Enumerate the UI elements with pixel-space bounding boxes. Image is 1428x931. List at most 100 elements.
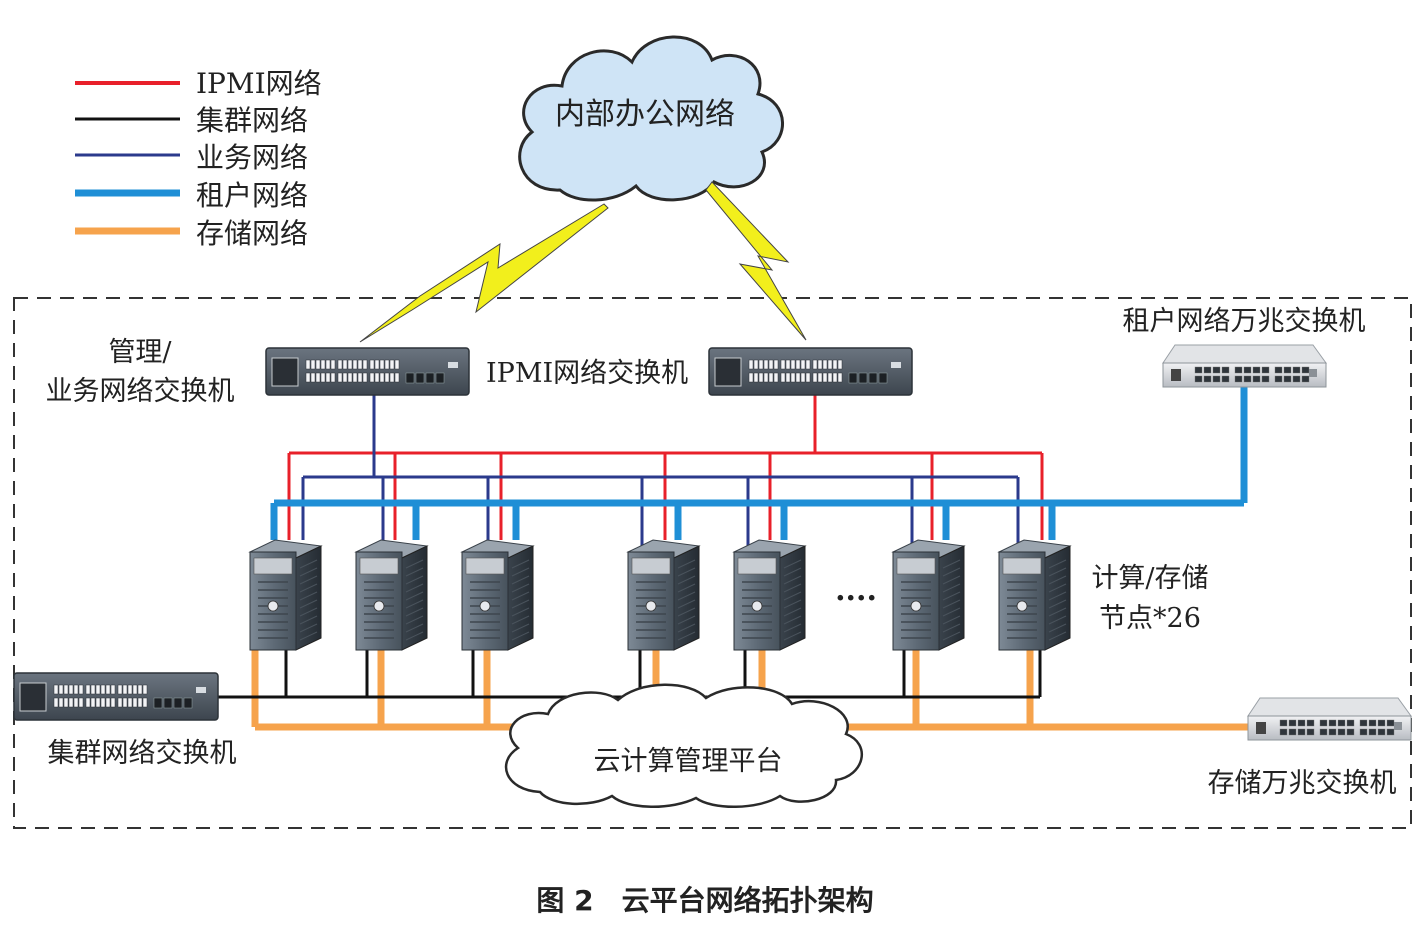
side-vent xyxy=(677,583,696,593)
side-vent xyxy=(783,599,802,609)
ethernet-port xyxy=(63,697,69,708)
server-side xyxy=(507,545,534,651)
lightning-left-icon xyxy=(359,203,609,343)
uplink-port xyxy=(183,697,193,709)
ethernet-port xyxy=(117,684,123,695)
sfp-port xyxy=(1346,728,1355,736)
side-vent xyxy=(783,591,802,601)
ethernet-port xyxy=(384,372,390,383)
ethernet-port xyxy=(320,359,326,370)
side-vent xyxy=(299,559,318,569)
ethernet-port xyxy=(100,697,106,708)
uplink-port xyxy=(415,372,425,384)
sfp-port xyxy=(1306,719,1315,727)
ethernet-port xyxy=(773,372,779,383)
ethernet-port xyxy=(337,359,343,370)
datacenter-boundary xyxy=(13,297,1412,829)
sfp-port xyxy=(1194,375,1203,383)
cloud-platform-shape xyxy=(504,683,864,808)
ethernet-port xyxy=(384,359,390,370)
port-block xyxy=(53,684,206,709)
ethernet-port xyxy=(78,684,84,695)
side-vent xyxy=(511,583,530,593)
ethernet-port xyxy=(310,359,316,370)
status-led xyxy=(891,362,901,368)
side-vent xyxy=(511,575,530,585)
sfp-port xyxy=(1274,366,1283,374)
side-vent xyxy=(405,575,424,585)
side-vent xyxy=(511,567,530,577)
ethernet-port xyxy=(763,359,769,370)
side-vent xyxy=(511,599,530,609)
ethernet-port xyxy=(132,697,138,708)
server-node-3 xyxy=(460,539,535,651)
side-vent xyxy=(299,623,318,633)
ethernet-port xyxy=(58,697,64,708)
sfp-port xyxy=(1359,728,1368,736)
compute-label-line2: 节点*26 xyxy=(1099,603,1201,634)
ethernet-port xyxy=(330,359,336,370)
ethernet-port xyxy=(347,372,353,383)
side-vent xyxy=(783,575,802,585)
side-vent xyxy=(511,631,530,641)
ethernet-port xyxy=(362,372,368,383)
side-vent xyxy=(299,575,318,585)
switch-front xyxy=(1247,715,1412,741)
ethernet-port xyxy=(790,359,796,370)
ethernet-port xyxy=(758,372,764,383)
side-vent xyxy=(677,559,696,569)
sfp-port xyxy=(1243,375,1252,383)
ethernet-port xyxy=(95,697,101,708)
side-vent xyxy=(405,631,424,641)
ipmi-switch xyxy=(708,347,913,396)
side-vent xyxy=(1048,575,1067,585)
side-vent xyxy=(783,559,802,569)
side-vent xyxy=(677,575,696,585)
ethernet-port xyxy=(822,372,828,383)
ethernet-port xyxy=(63,684,69,695)
cluster-switch-label: 集群网络交换机 xyxy=(48,738,237,769)
logo-badge-icon xyxy=(910,600,922,612)
storage-10g-switch xyxy=(1247,697,1412,741)
sfp-port xyxy=(1368,719,1377,727)
ethernet-port xyxy=(768,372,774,383)
ethernet-port xyxy=(85,684,91,695)
ethernet-port xyxy=(137,684,143,695)
side-vent xyxy=(511,615,530,625)
ethernet-port xyxy=(127,684,133,695)
sfp-port xyxy=(1328,719,1337,727)
ethernet-port xyxy=(122,697,128,708)
ethernet-port xyxy=(780,359,786,370)
office-cloud-shape xyxy=(518,35,784,202)
sfp-port xyxy=(1194,366,1203,374)
side-vent xyxy=(299,631,318,641)
sfp-port xyxy=(1261,366,1270,374)
ipmi-switch-label: IPMI网络交换机 xyxy=(486,358,688,389)
side-vent xyxy=(511,623,530,633)
side-vent xyxy=(677,631,696,641)
sfp-port xyxy=(1292,366,1301,374)
ethernet-port xyxy=(837,372,843,383)
side-vent xyxy=(942,583,961,593)
ethernet-port xyxy=(837,359,843,370)
ethernet-port xyxy=(325,359,331,370)
uplink-port xyxy=(425,372,435,384)
ethernet-port xyxy=(330,372,336,383)
uplink-port xyxy=(868,372,878,384)
side-vent xyxy=(511,591,530,601)
ethernet-port xyxy=(105,684,111,695)
switch-top xyxy=(1162,344,1327,364)
ethernet-port xyxy=(68,684,74,695)
ethernet-port xyxy=(389,372,395,383)
server-node-4 xyxy=(626,539,701,651)
power-module-icon xyxy=(271,357,299,387)
ethernet-port xyxy=(73,684,79,695)
side-vent xyxy=(299,607,318,617)
uplink-port xyxy=(858,372,868,384)
switch-front xyxy=(1162,362,1327,388)
side-vent xyxy=(677,567,696,577)
sfp-port xyxy=(1377,719,1386,727)
side-vent xyxy=(942,631,961,641)
ethernet-port xyxy=(362,359,368,370)
side-vent xyxy=(299,567,318,577)
